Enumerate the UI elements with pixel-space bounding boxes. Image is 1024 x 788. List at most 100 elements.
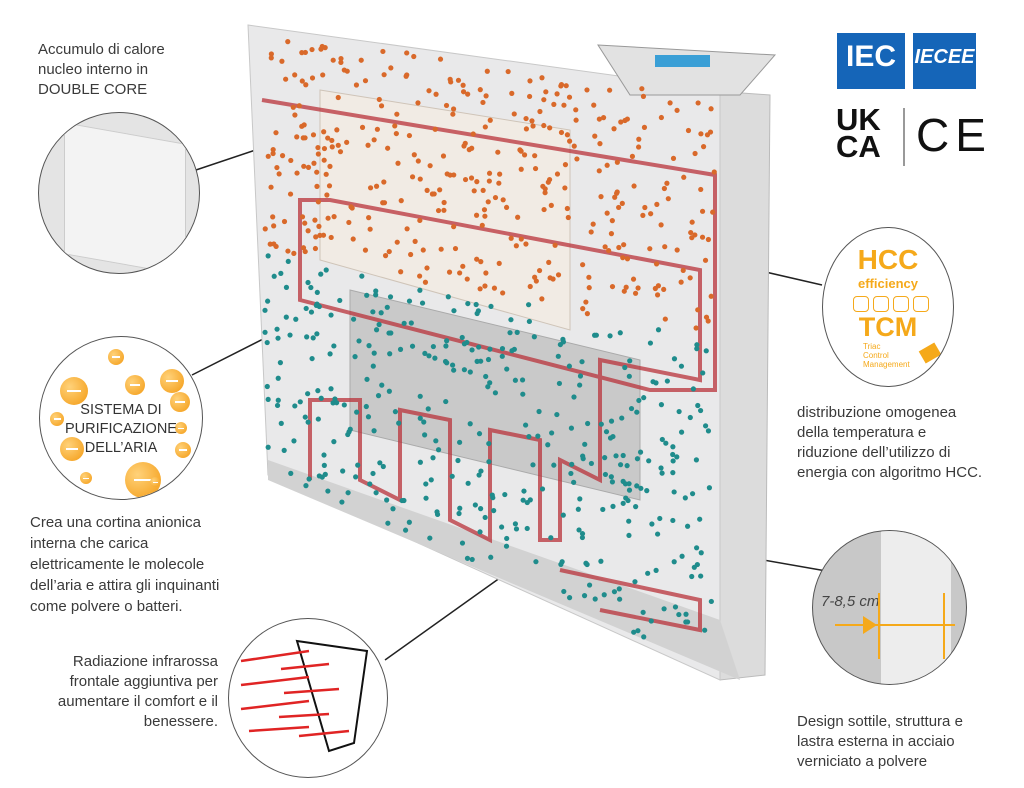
cool-air-particle bbox=[658, 465, 664, 471]
cool-air-particle bbox=[392, 409, 399, 415]
warm-air-particle bbox=[431, 191, 437, 197]
warm-air-particle bbox=[482, 124, 488, 130]
cool-air-particle bbox=[566, 363, 572, 369]
warm-air-particle bbox=[321, 157, 327, 163]
cool-air-particle bbox=[708, 598, 714, 605]
warm-air-particle bbox=[420, 247, 426, 253]
cool-air-particle bbox=[556, 380, 563, 387]
cool-air-particle bbox=[316, 473, 322, 479]
cool-air-particle bbox=[579, 531, 586, 537]
cool-air-particle bbox=[582, 441, 588, 447]
warm-air-particle bbox=[393, 130, 399, 137]
warm-air-particle bbox=[702, 257, 709, 263]
cool-air-particle bbox=[472, 502, 478, 508]
warm-air-particle bbox=[404, 226, 410, 232]
warm-air-particle bbox=[320, 72, 326, 78]
cool-air-particle bbox=[409, 343, 416, 349]
warm-air-particle bbox=[262, 226, 268, 232]
warm-air-particle bbox=[485, 199, 491, 205]
warm-air-particle bbox=[358, 57, 364, 63]
warm-air-particle bbox=[639, 86, 645, 92]
warm-air-particle bbox=[609, 218, 615, 224]
warm-air-particle bbox=[530, 123, 536, 129]
warm-air-particle bbox=[584, 311, 590, 317]
cool-air-particle bbox=[417, 459, 423, 465]
warm-air-particle bbox=[551, 101, 557, 107]
warm-air-particle bbox=[566, 94, 573, 100]
cool-air-particle bbox=[464, 555, 471, 561]
cool-air-particle bbox=[641, 395, 647, 401]
warm-air-particle bbox=[705, 318, 711, 324]
warm-air-particle bbox=[477, 286, 483, 292]
tcm-subtitle: Triac Control Management bbox=[863, 342, 910, 369]
warm-air-particle bbox=[492, 194, 499, 201]
cool-air-particle bbox=[576, 527, 582, 533]
warm-air-particle bbox=[321, 145, 328, 152]
warm-air-particle bbox=[344, 139, 350, 145]
cool-air-particle bbox=[509, 348, 515, 354]
infrared-arrows-icon bbox=[240, 639, 369, 753]
cool-air-particle bbox=[367, 481, 373, 487]
cool-air-particle bbox=[674, 454, 680, 460]
warm-air-particle bbox=[328, 234, 334, 241]
cool-air-particle bbox=[503, 543, 510, 549]
warm-air-particle bbox=[699, 208, 706, 214]
cool-air-particle bbox=[373, 327, 380, 333]
cool-air-particle bbox=[626, 532, 632, 539]
warm-air-particle bbox=[496, 180, 502, 186]
warm-air-particle bbox=[621, 242, 627, 248]
cool-air-particle bbox=[512, 377, 518, 383]
cool-air-particle bbox=[428, 477, 434, 483]
warm-air-particle bbox=[523, 115, 529, 122]
warm-air-particle bbox=[283, 76, 289, 82]
warm-air-particle bbox=[299, 78, 305, 84]
warm-air-particle bbox=[698, 186, 704, 193]
warm-air-particle bbox=[565, 214, 571, 221]
cool-air-particle bbox=[634, 483, 640, 489]
warm-air-particle bbox=[268, 51, 274, 57]
cool-air-particle bbox=[432, 355, 438, 361]
warm-air-particle bbox=[279, 58, 285, 64]
warm-air-particle bbox=[653, 261, 660, 267]
warm-air-particle bbox=[452, 245, 459, 252]
warm-air-particle bbox=[614, 189, 620, 195]
cool-air-particle bbox=[288, 470, 294, 476]
warm-air-particle bbox=[552, 242, 558, 248]
cool-air-particle bbox=[698, 573, 704, 579]
warm-air-particle bbox=[437, 187, 443, 193]
cool-air-particle bbox=[526, 433, 532, 440]
cool-air-particle bbox=[406, 519, 412, 525]
negative-ion-icon bbox=[175, 422, 187, 434]
cool-air-particle bbox=[451, 367, 457, 373]
cool-air-particle bbox=[638, 485, 644, 491]
cool-air-particle bbox=[306, 476, 312, 482]
warm-air-particle bbox=[460, 263, 466, 269]
cool-air-particle bbox=[478, 506, 484, 512]
cool-air-particle bbox=[375, 393, 382, 399]
warm-air-particle bbox=[470, 131, 476, 137]
cool-air-particle bbox=[473, 301, 479, 308]
cool-air-particle bbox=[635, 628, 641, 634]
cool-air-particle bbox=[671, 559, 677, 565]
warm-air-particle bbox=[268, 184, 274, 190]
negative-ion-icon bbox=[80, 472, 92, 484]
cool-air-particle bbox=[264, 339, 270, 346]
warm-air-particle bbox=[606, 247, 612, 254]
cool-air-particle bbox=[378, 310, 384, 316]
warm-air-particle bbox=[329, 137, 335, 144]
warm-air-particle bbox=[667, 100, 673, 106]
cool-air-particle bbox=[303, 305, 309, 312]
warm-air-particle bbox=[554, 171, 561, 177]
cool-air-particle bbox=[569, 461, 575, 467]
warm-air-particle bbox=[685, 127, 692, 134]
cool-air-particle bbox=[676, 408, 682, 415]
cool-air-particle bbox=[689, 491, 696, 497]
cool-air-particle bbox=[408, 320, 414, 326]
warm-air-particle bbox=[539, 75, 545, 81]
warm-air-particle bbox=[542, 190, 548, 196]
warm-air-particle bbox=[505, 68, 511, 75]
cool-air-particle bbox=[275, 335, 281, 341]
hcc-squares-icon bbox=[853, 296, 929, 312]
negative-ion-icon bbox=[175, 442, 191, 458]
warm-air-particle bbox=[381, 179, 387, 185]
